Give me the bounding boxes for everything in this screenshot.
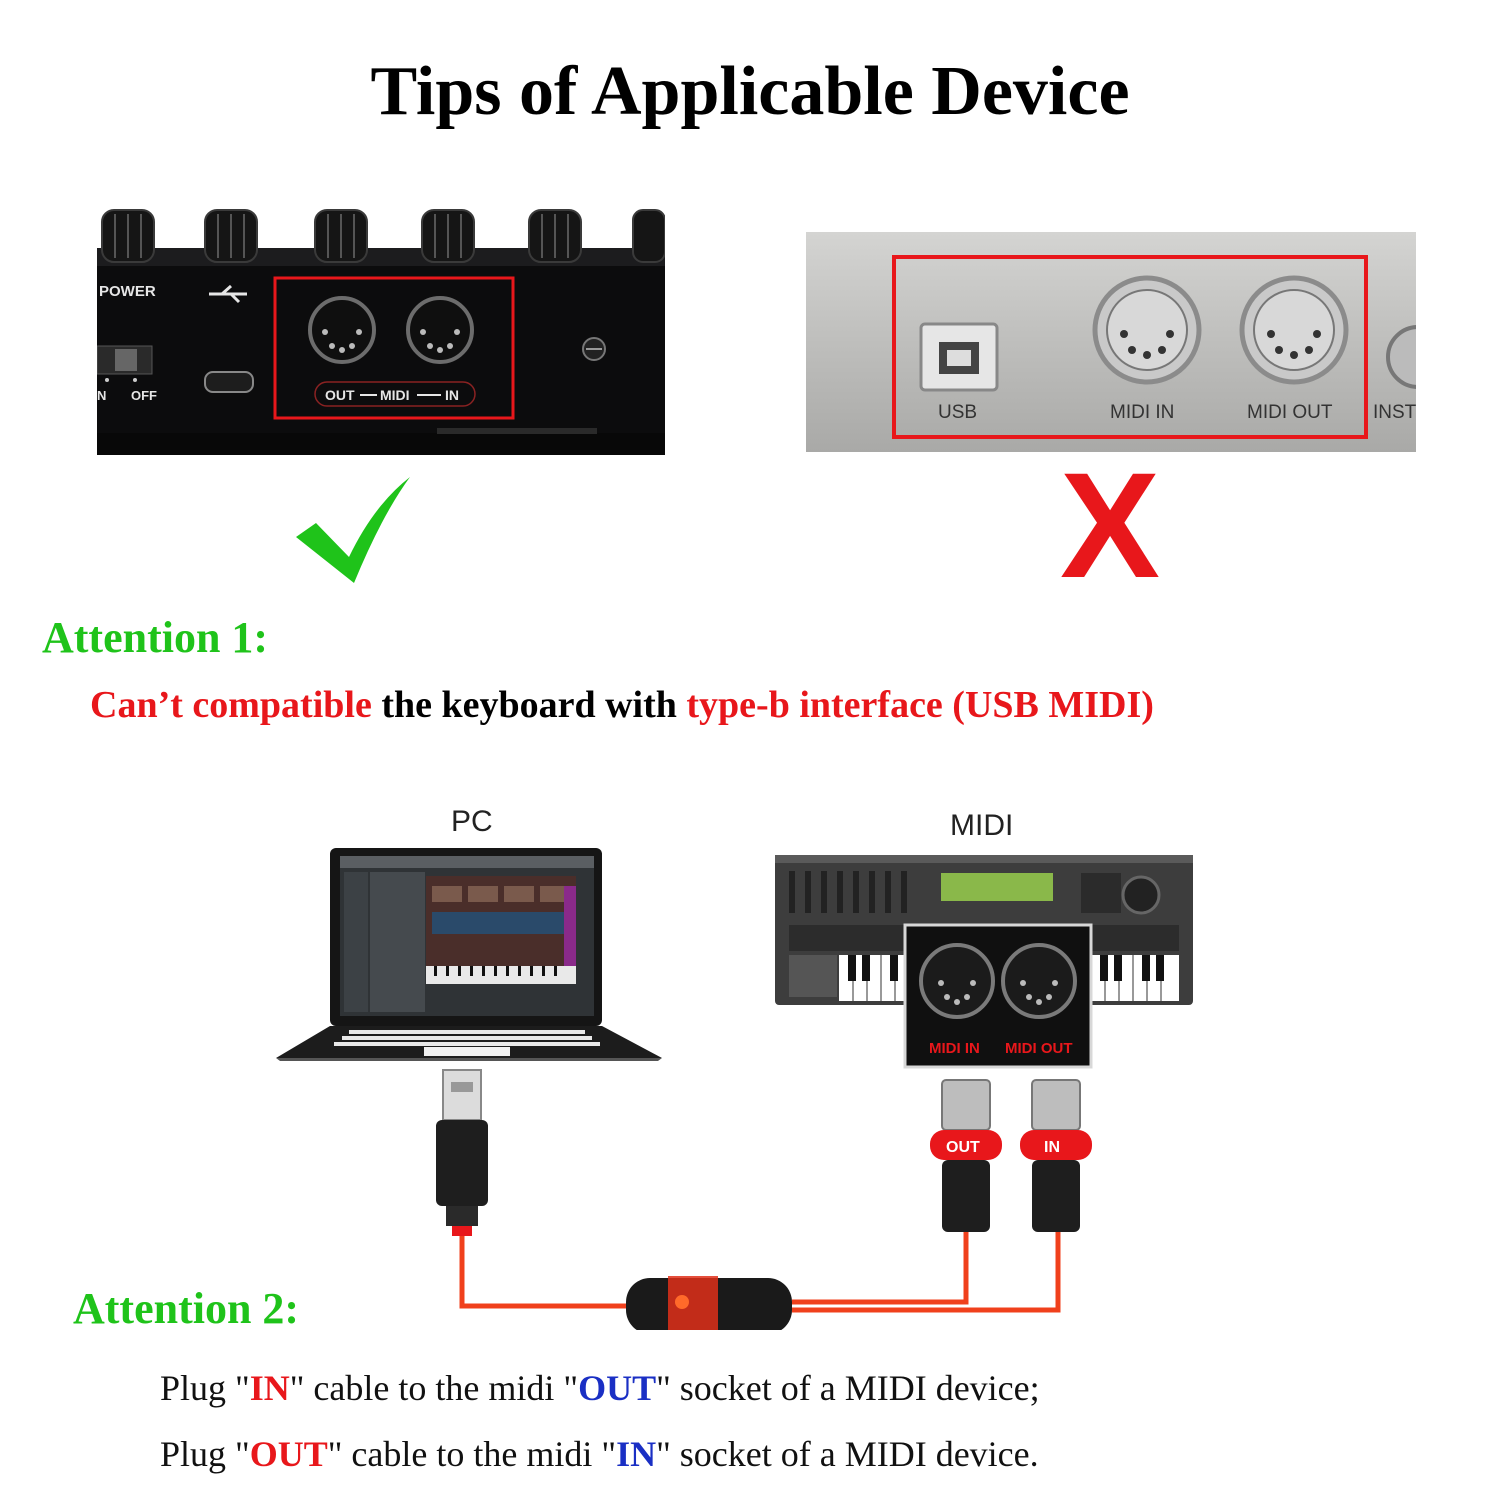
plug-in-label: IN xyxy=(1044,1139,1060,1156)
port-in-label: IN xyxy=(445,387,459,403)
panel-midi-out-label: MIDI OUT xyxy=(1005,1040,1073,1057)
usb-symbol-icon xyxy=(209,284,247,304)
instruction-line-1: Plug "IN" cable to the midi "OUT" socket… xyxy=(160,1367,1040,1409)
instruction-line-2: Plug "OUT" cable to the midi "IN" socket… xyxy=(160,1433,1039,1475)
l1-e: " socket of a MIDI device; xyxy=(656,1368,1040,1408)
usb-label: USB xyxy=(938,402,977,423)
incompatible-device-photo: USB MIDI IN MIDI OUT INST xyxy=(806,232,1450,452)
x-mark: X xyxy=(1059,441,1161,609)
din-port-out xyxy=(308,296,376,364)
off-label: OFF xyxy=(131,388,157,403)
midi-keyboard-image: MIDI IN MIDI OUT xyxy=(775,855,1193,1070)
midi-out-label: MIDI OUT xyxy=(1247,402,1333,423)
midi-in-label: MIDI IN xyxy=(1110,402,1174,423)
l2-out: OUT xyxy=(249,1434,328,1474)
attention1-part2: the keyboard with xyxy=(371,684,687,726)
pc-label: PC xyxy=(451,805,493,838)
attention1-part3: type-b interface (USB MIDI) xyxy=(686,684,1154,726)
midi-label: MIDI xyxy=(950,809,1014,842)
attention1-text: Can’t compatible the keyboard with type-… xyxy=(90,683,1154,727)
l2-c: " cable to the midi " xyxy=(327,1434,617,1474)
l2-in: IN xyxy=(616,1434,657,1474)
l2-e: " socket of a MIDI device. xyxy=(656,1434,1039,1474)
inst-label: INST xyxy=(1373,402,1416,423)
check-icon xyxy=(294,475,412,585)
on-label: N xyxy=(97,388,106,403)
usb-midi-cable-image: OUT IN xyxy=(420,1068,1100,1336)
port-out-label: OUT xyxy=(325,387,355,403)
attention1-part1: Can’t compatible xyxy=(90,684,372,726)
page-title: Tips of Applicable Device xyxy=(370,53,1130,130)
l1-out: OUT xyxy=(578,1368,657,1408)
l1-in: IN xyxy=(249,1368,290,1408)
laptop-image xyxy=(274,846,664,1061)
port-midi-label: MIDI xyxy=(380,387,410,403)
attention2-heading: Attention 2: xyxy=(73,1284,300,1333)
l1-c: " cable to the midi " xyxy=(289,1368,579,1408)
plug-out-label: OUT xyxy=(946,1139,980,1156)
power-label: POWER xyxy=(99,283,156,300)
l1-a: Plug " xyxy=(160,1368,250,1408)
panel-midi-in-label: MIDI IN xyxy=(929,1040,980,1057)
compatible-device-photo: POWER N OFF OUT MIDI IN xyxy=(96,208,666,455)
attention1-heading: Attention 1: xyxy=(42,613,269,662)
din-port-in xyxy=(406,296,474,364)
l2-a: Plug " xyxy=(160,1434,250,1474)
